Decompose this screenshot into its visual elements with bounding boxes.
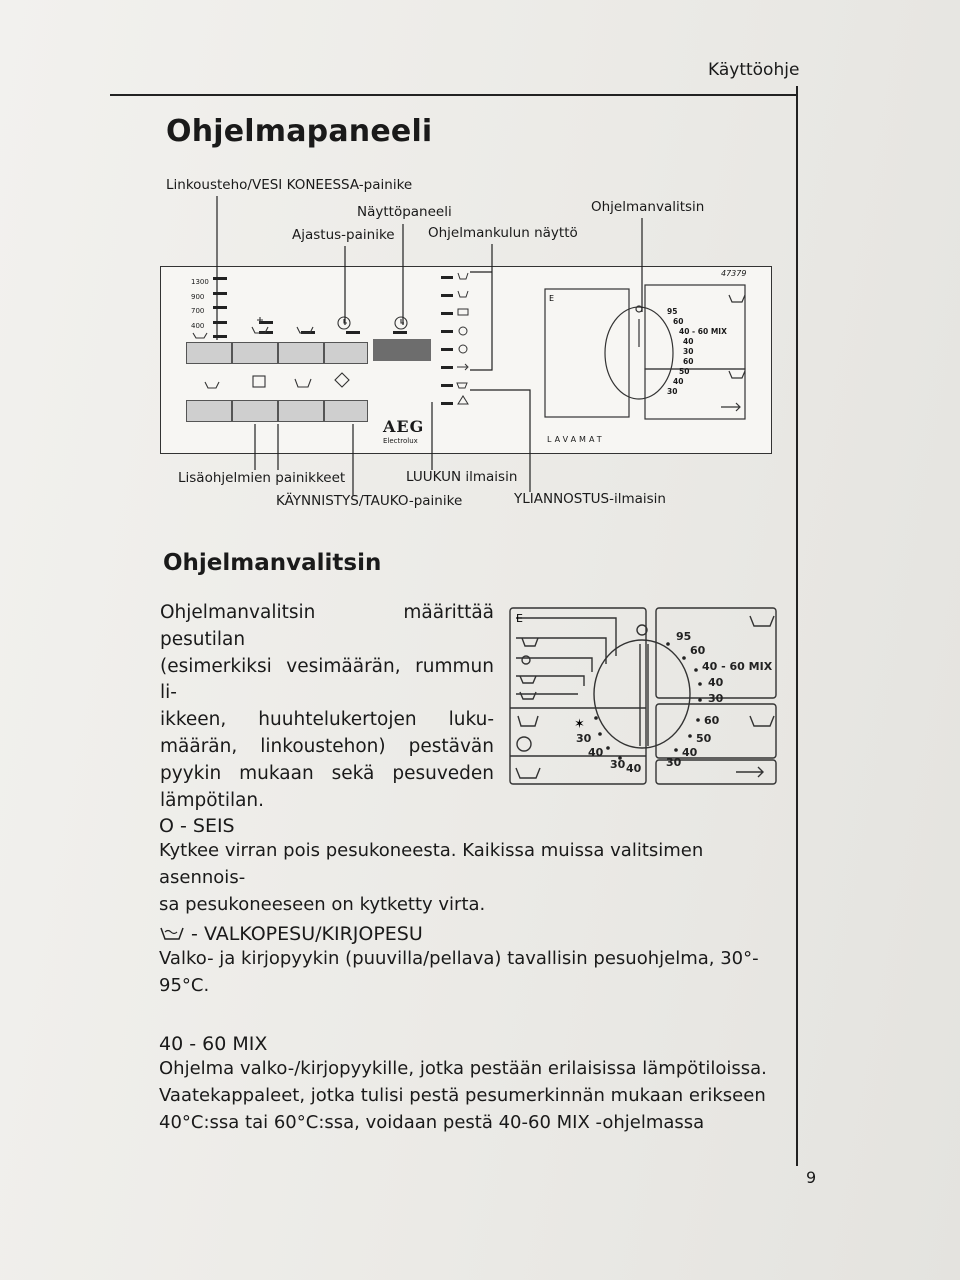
section-mix: 40 - 60 MIX Ohjelma valko-/kirjopyykille… [159,1033,789,1136]
dial-temp: 30 [576,732,592,745]
panel-temp: 30 [667,387,678,396]
section-text: Valko- ja kirjopyykin (puuvilla/pellava)… [159,948,759,969]
section-whites-colours: - VALKOPESU/KIRJOPESU Valko- ja kirjopyy… [159,923,789,999]
label-progress-display: Ohjelmankulun näyttö [428,225,578,241]
page-number: 9 [806,1168,817,1187]
start-pause-button[interactable] [324,400,368,422]
panel-temp: 60 [673,317,684,326]
section-heading-selector: Ohjelmanvalitsin [163,550,382,576]
selector-description: Ohjelmanvalitsin määrittää pesutilan (es… [160,600,494,814]
panel-temp: 60 [683,357,694,366]
panel-temp: 40 [683,337,694,346]
sub-brand-logo: Electrolux [383,437,418,445]
section-title: 40 - 60 MIX [159,1033,268,1055]
series-name: LAVAMAT [547,435,605,444]
control-panel-diagram: 47379 1300 900 700 400 AEG Electrolux LA… [160,266,772,454]
spin-speed: 400 [191,321,205,330]
section-text: Kytkee virran pois pesukoneesta. Kaikiss… [159,840,704,888]
section-text: Vaatekappaleet, jotka tulisi pestä pesum… [159,1085,766,1106]
panel-temp: 95 [667,307,678,316]
dial-temp: 95 [676,630,691,643]
svg-text:✶: ✶ [574,717,585,732]
section-text: 40°C:ssa tai 60°C:ssa, voidaan pestä 40-… [159,1112,705,1133]
brand-logo: AEG [383,417,425,436]
dial-temp: 60 [690,644,706,657]
dial-e-label: E [549,294,554,303]
dial-temp: 60 [704,714,720,727]
dial-temp: 40 - 60 MIX [702,660,773,673]
panel-temp: 50 [679,367,690,376]
text-line: pyykin mukaan sekä pesuveden [160,762,494,784]
page-title: Ohjelmapaneeli [166,114,433,149]
section-title-text: - VALKOPESU/KIRJOPESU [191,923,423,945]
timer-button[interactable] [324,342,368,364]
model-number: 47379 [721,269,747,278]
label-overdose-indicator: YLIANNOSTUS-ilmaisin [514,491,666,507]
program-dial-diagram: E ✶ 95 60 40 - 60 MIX 40 30 60 50 40 30 … [509,607,777,785]
dial-temp: 40 [626,762,642,775]
spin-speed-list: 1300 900 700 400 [191,275,209,333]
dial-temp: 50 [696,732,712,745]
label-display-panel: Näyttöpaneeli [357,204,452,220]
dial-temp: 40 [588,746,604,759]
label-spin-button: Linkousteho/VESI KONEESSA-painike [166,177,413,193]
extra-button-1[interactable] [186,400,232,422]
label-start-pause: KÄYNNISTYS/TAUKO-painike [276,493,463,509]
panel-dial-temps-upper: 95 60 40 - 60 MIX 40 30 60 50 40 30 [667,307,727,397]
text-line: lämpötilan. [160,789,265,811]
section-title: - VALKOPESU/KIRJOPESU [159,923,789,945]
panel-temp: 30 [683,347,694,356]
spin-speed: 700 [191,307,205,315]
section-text: 95°C. [159,975,210,996]
dial-temp: 40 [682,746,698,759]
panel-graphics: E [192,272,746,420]
label-door-indicator: LUUKUN ilmaisin [406,469,518,485]
section-off: O - SEIS Kytkee virran pois pesukoneesta… [159,815,789,918]
spin-speed: 900 [191,292,205,301]
panel-temp: 40 [673,377,684,386]
extra-button-3[interactable] [278,400,324,422]
dial-temp: 30 [708,692,724,705]
label-program-selector: Ohjelmanvalitsin [591,199,705,215]
extra-button-2[interactable] [232,400,278,422]
spin-button[interactable] [186,342,232,364]
dial-e-mark: E [516,612,523,625]
wash-tub-icon [160,927,184,940]
text-line: (esimerkiksi vesimäärän, rummun li- [160,655,494,704]
display-panel [373,339,431,361]
header-rule [110,94,796,96]
text-line: määrän, linkoustehon) pestävän [160,735,494,757]
label-extra-buttons: Lisäohjelmien painikkeet [178,470,346,486]
text-line: Ohjelmanvalitsin määrittää pesutilan [160,602,494,650]
dial-temp: 40 [708,676,724,689]
margin-rule [796,86,798,1166]
section-text: Ohjelma valko-/kirjopyykille, jotka pest… [159,1058,767,1079]
text-line: ikkeen, huuhtelukertojen luku- [160,709,494,731]
panel-temp: 40 - 60 MIX [679,327,727,336]
option-button-2[interactable] [278,342,324,364]
option-button-1[interactable] [232,342,278,364]
running-header: Käyttöohje [708,60,800,80]
spin-speed: 1300 [191,278,209,286]
dial-temp: 30 [666,756,682,769]
section-text: sa pesukoneeseen on kytketty virta. [159,894,486,915]
section-title: O - SEIS [159,815,235,837]
label-timer-button: Ajastus-painike [292,227,395,243]
dial-temp: 30 [610,758,626,771]
